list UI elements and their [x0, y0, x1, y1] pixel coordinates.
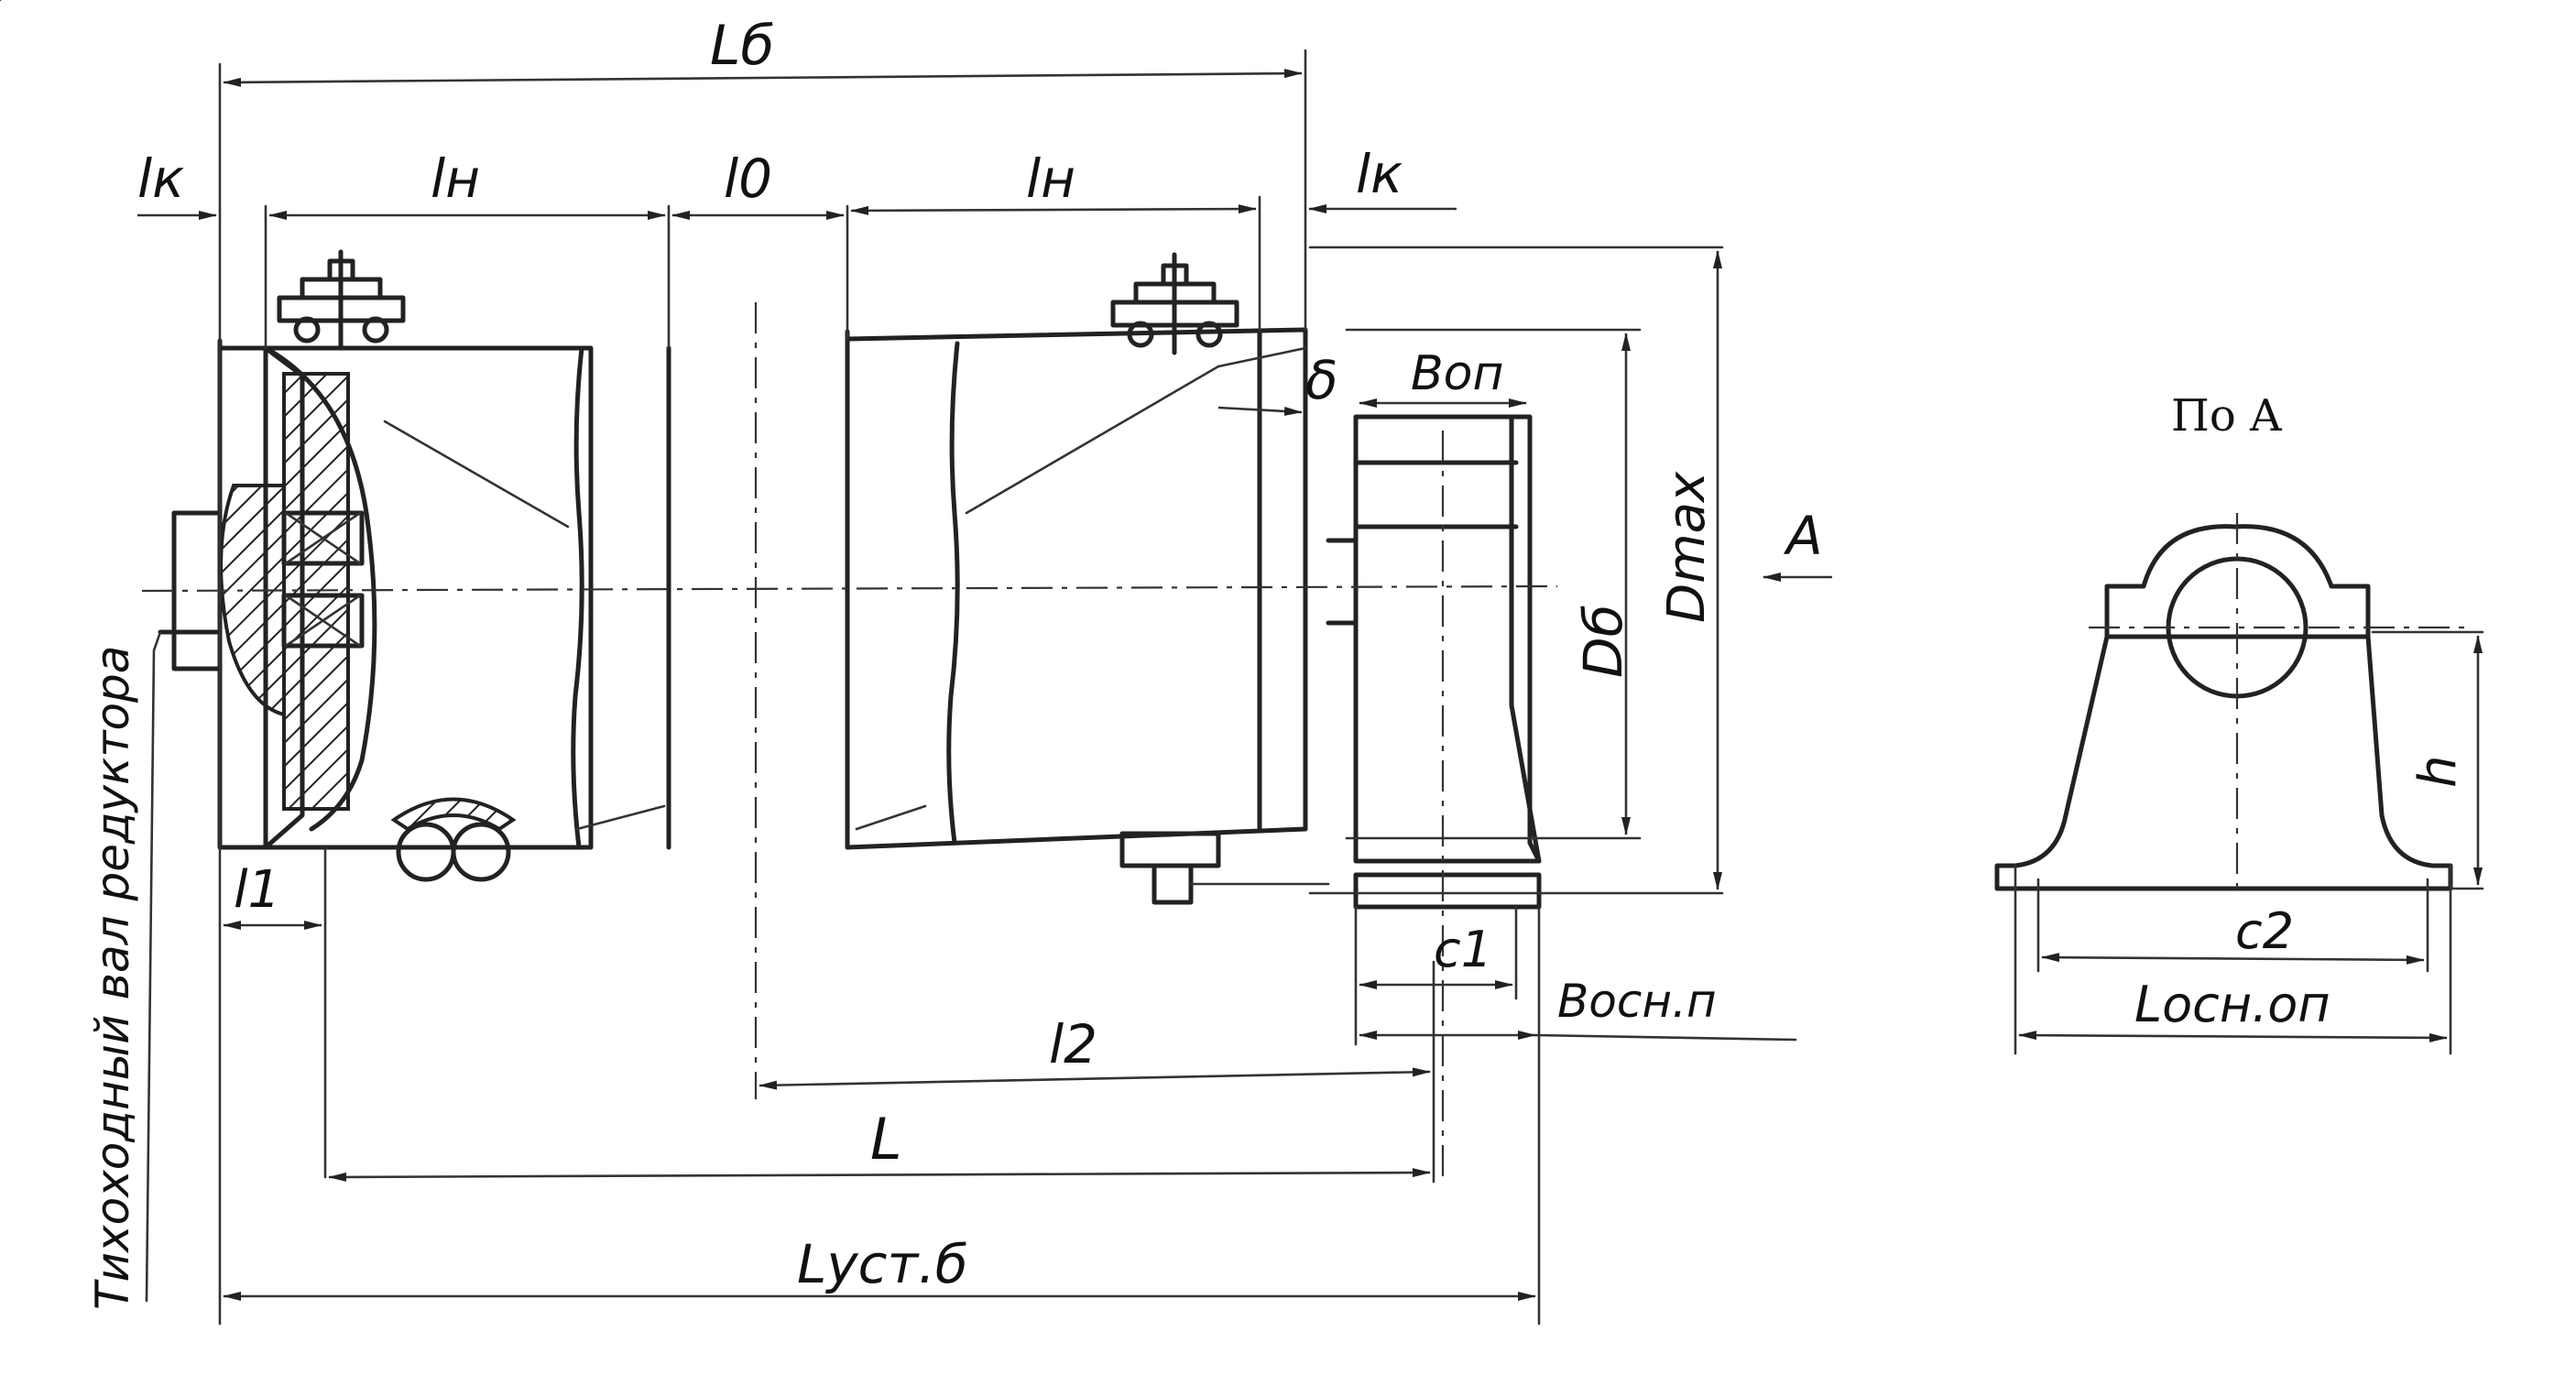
label-L-osn-op: Lосн.оп: [2134, 976, 2330, 1033]
label-view-title: По A: [2171, 390, 2283, 442]
label-L-b: Lб: [710, 14, 774, 78]
pedestal-view-a: [1994, 513, 2484, 1055]
label-arrow-A: A: [1783, 505, 1823, 567]
drum-axis: [141, 584, 1558, 593]
rope-clamp-right: [1110, 252, 1239, 355]
label-L-ust-b: Lуст.б: [797, 1233, 968, 1295]
pedestal-body: [1994, 524, 2453, 891]
support-roller-2: [451, 822, 511, 882]
label-l-n-right: lн: [1026, 147, 1075, 210]
label-l-2: l2: [1049, 1013, 1097, 1075]
label-l-0: l0: [724, 147, 772, 210]
label-h: h: [2408, 756, 2468, 789]
dimension-lines: [0, 0, 1832, 1326]
label-l-k-left: lк: [137, 147, 184, 210]
bearing-pedestal-side: [1326, 414, 1542, 910]
label-c-1: c1: [1434, 921, 1492, 978]
label-B-op: Bоп: [1411, 346, 1504, 401]
label-B-osn-p: Bосн.п: [1557, 975, 1717, 1028]
reducer-shaft-stub: [158, 510, 223, 671]
label-L: L: [870, 1106, 902, 1173]
label-l-1: l1: [234, 860, 280, 920]
support-roller-1: [396, 822, 456, 882]
label-D-b: Dб: [1572, 605, 1634, 678]
labels: Lб lк lн l0 lн lк δ Bоп Dб Dmax A l1 c1 …: [86, 14, 2468, 1310]
label-shaft-caption: Тихоходный вал редуктора: [86, 646, 139, 1310]
label-l-k-right: lк: [1356, 143, 1403, 205]
label-D-max: Dmax: [1657, 471, 1717, 623]
label-l-n-left: lн: [431, 147, 480, 210]
label-delta: δ: [1305, 349, 1338, 411]
drum-main-view: [141, 249, 1558, 1182]
rope-clamp-left: [277, 249, 406, 351]
label-c-2: c2: [2235, 902, 2294, 960]
